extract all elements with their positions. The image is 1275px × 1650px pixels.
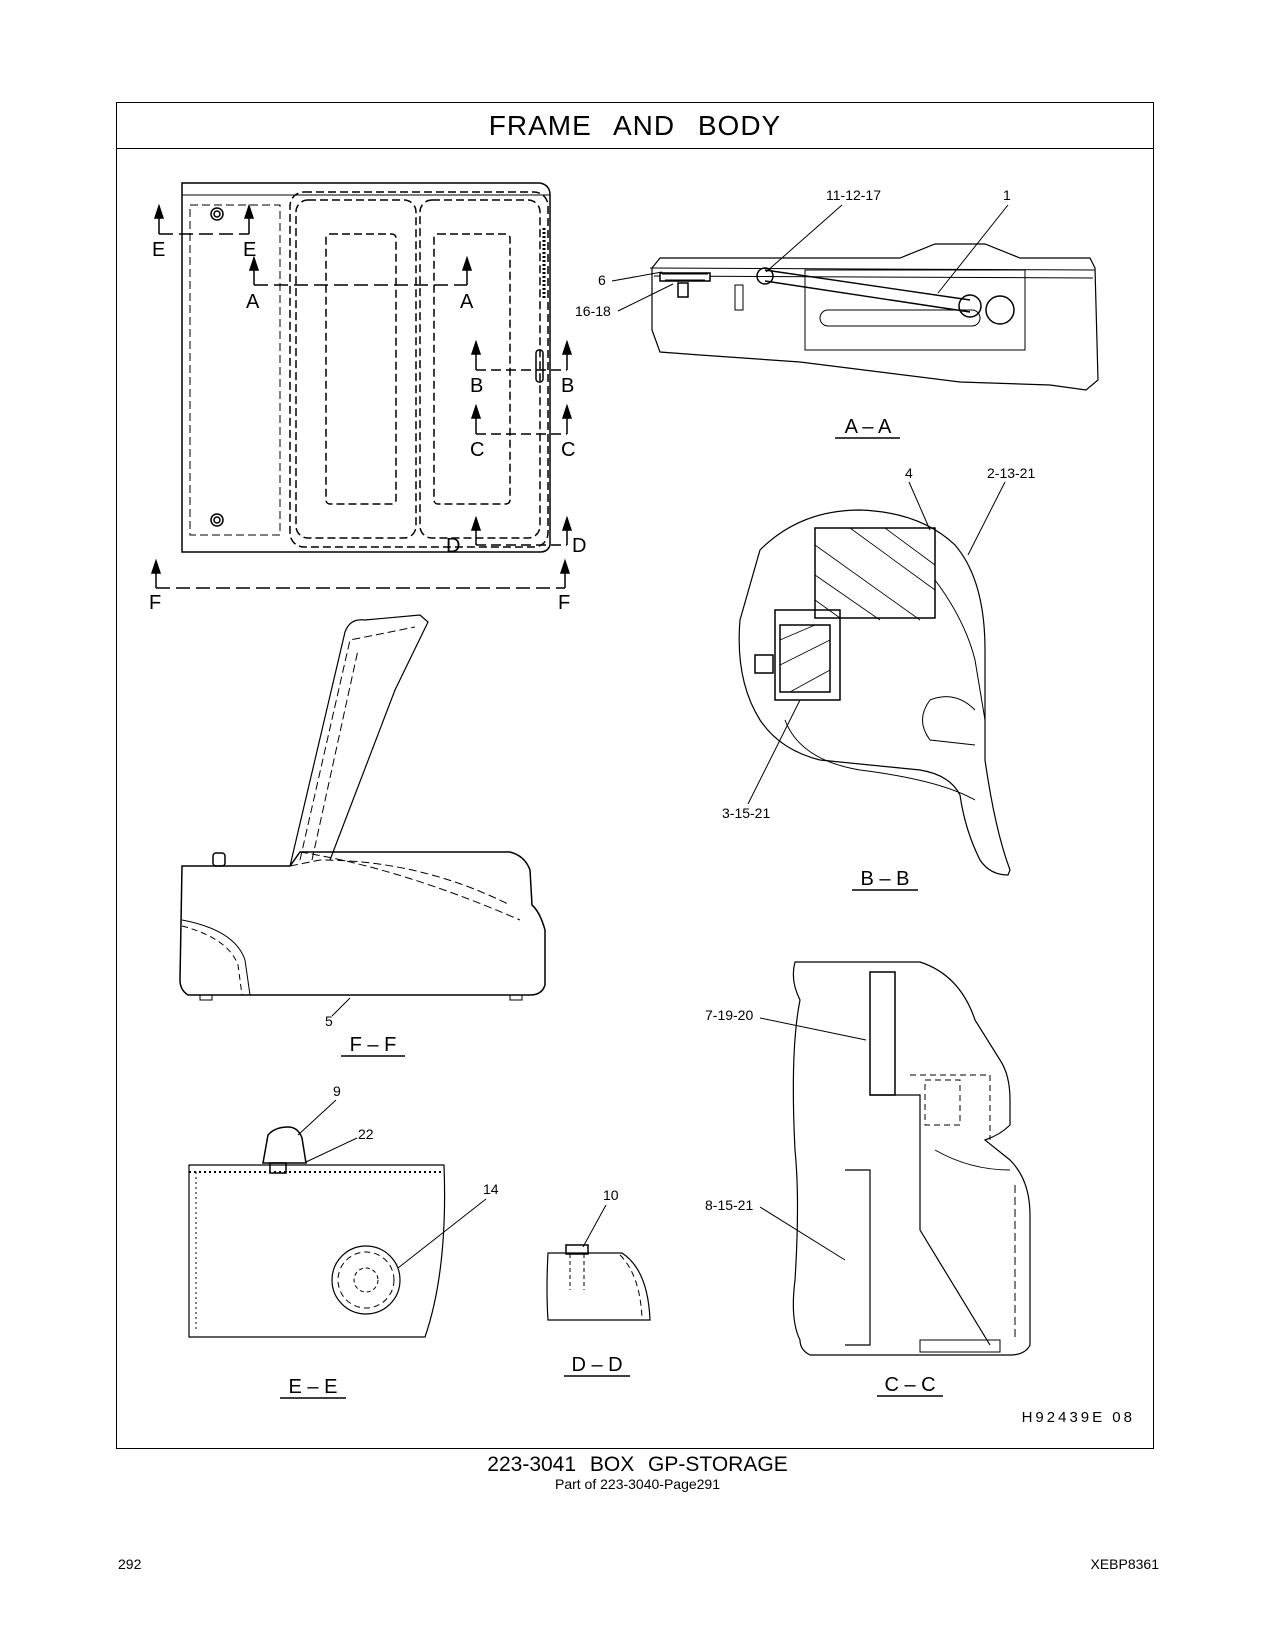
section-letter-d-left: D <box>446 535 460 557</box>
section-letter-c-left: C <box>470 439 484 461</box>
title-bar: FRAME AND BODY <box>117 103 1153 149</box>
callout-6: 6 <box>598 272 606 288</box>
callout-22: 22 <box>358 1126 374 1142</box>
section-letter-c-right: C <box>561 439 575 461</box>
callout-14: 14 <box>483 1181 499 1197</box>
leader-5 <box>331 997 351 1017</box>
callouts-ee: 9 22 14 <box>333 1083 499 1197</box>
top-view <box>150 182 573 589</box>
section-bb-view <box>738 509 1011 876</box>
callout-10: 10 <box>603 1187 619 1203</box>
callout-8-15-21: 8-15-21 <box>705 1197 753 1213</box>
section-letter-f-left: F <box>149 592 161 614</box>
callouts-bb: 4 2-13-21 3-15-21 <box>722 465 1035 821</box>
callout-4: 4 <box>905 465 913 481</box>
section-letter-a-right: A <box>460 291 474 313</box>
view-label-ff: F – F <box>350 1034 397 1056</box>
section-dd-view <box>546 1244 651 1321</box>
leaders-ee <box>297 1099 487 1269</box>
leaders-cc <box>759 1017 867 1261</box>
document-code: XEBP8361 <box>1090 1556 1160 1572</box>
callouts-aa: 11-12-17 1 6 16-18 <box>575 187 1011 319</box>
section-letter-e-left: E <box>152 239 165 261</box>
leaders-bb <box>747 481 1006 805</box>
section-letter-f-right: F <box>558 592 570 614</box>
section-letter-b-left: B <box>470 375 483 397</box>
part-title: 223-3041 BOX GP-STORAGE <box>487 1453 788 1476</box>
section-letter-b-right: B <box>561 375 574 397</box>
callout-1: 1 <box>1003 187 1011 203</box>
section-cc-view <box>792 961 1031 1356</box>
leader-10 <box>582 1204 607 1248</box>
callouts-cc: 7-19-20 8-15-21 <box>705 1007 753 1213</box>
view-label-bb: B – B <box>861 868 910 890</box>
section-ee-view <box>188 1126 446 1338</box>
callout-3-15-21: 3-15-21 <box>722 805 770 821</box>
section-ff-view <box>179 614 546 1001</box>
drawing-frame: FRAME AND BODY H92439E 08 <box>116 102 1154 1449</box>
drawing-id: H92439E 08 <box>1021 1409 1135 1426</box>
view-label-cc: C – C <box>884 1374 935 1396</box>
view-label-aa: A – A <box>845 416 892 438</box>
callout-9: 9 <box>333 1083 341 1099</box>
page-title: FRAME AND BODY <box>488 109 782 141</box>
leaders-aa <box>611 204 1009 312</box>
callout-7-19-20: 7-19-20 <box>705 1007 753 1023</box>
view-label-ee: E – E <box>289 1376 338 1398</box>
callout-11-12-17: 11-12-17 <box>826 187 881 203</box>
callout-2-13-21: 2-13-21 <box>987 465 1035 481</box>
section-letter-d-right: D <box>572 535 586 557</box>
callout-5: 5 <box>325 1013 333 1029</box>
section-letter-e-right: E <box>243 239 256 261</box>
part-subtitle: Part of 223-3040-Page291 <box>554 1476 720 1492</box>
view-label-dd: D – D <box>571 1354 622 1376</box>
callout-16-18: 16-18 <box>575 303 611 319</box>
section-aa-view <box>649 243 1099 391</box>
page-number: 292 <box>118 1556 142 1572</box>
section-letters: E E A A B B C C D D F F <box>149 239 586 614</box>
section-letter-a-left: A <box>246 291 260 313</box>
